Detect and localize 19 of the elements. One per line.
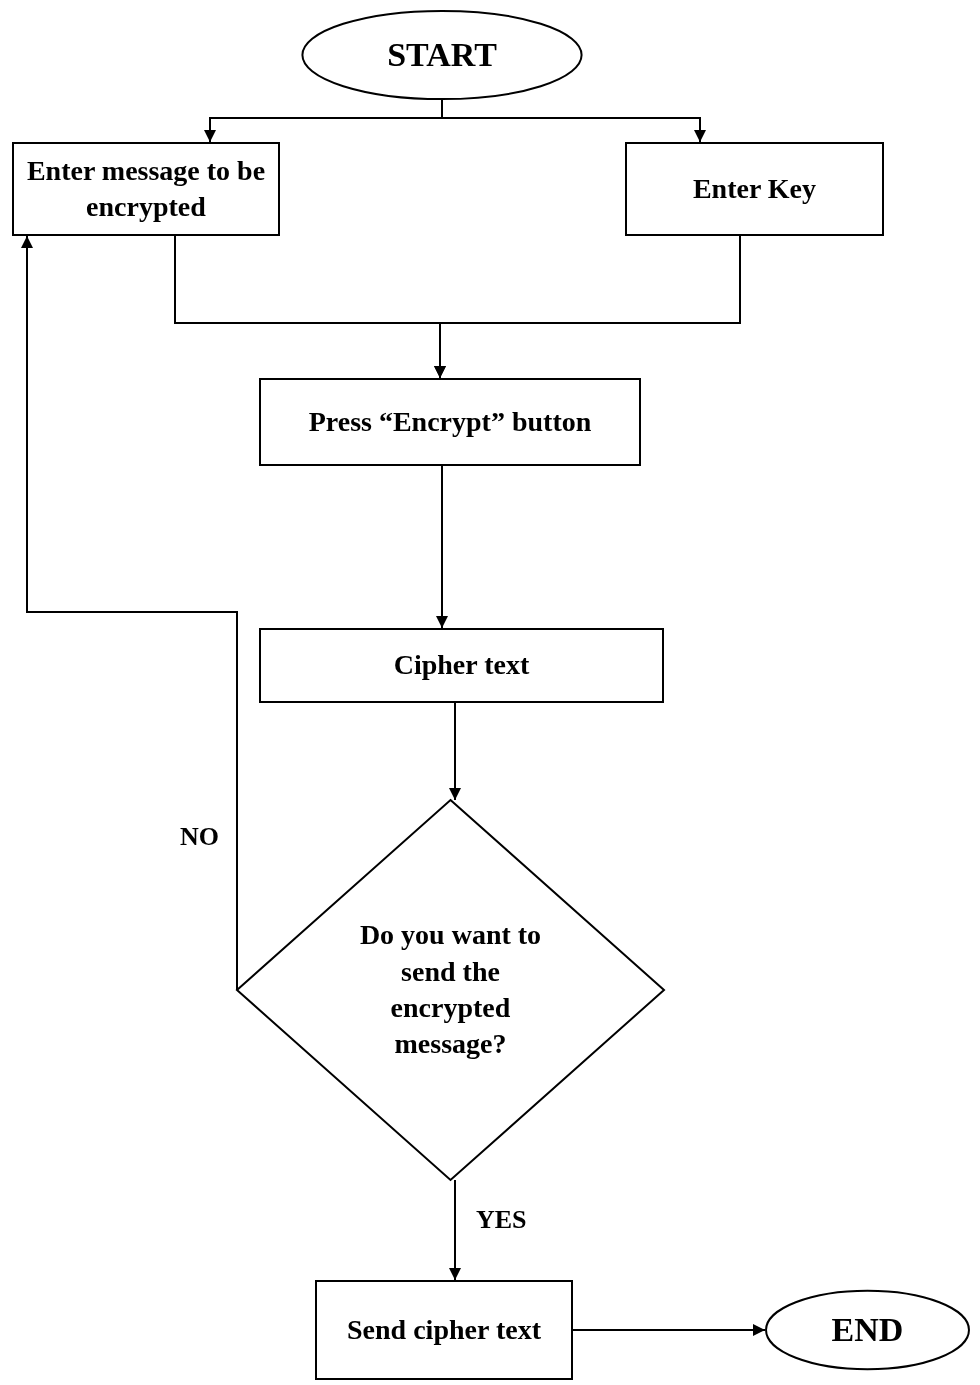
arrow [434,235,741,379]
arrow [449,1179,461,1281]
node-label: END [830,1309,905,1350]
arrow [21,235,238,991]
node-label: Enter Key [691,171,818,206]
process-box [315,1280,573,1380]
arrow [436,465,448,629]
node-label: Enter message to be encrypted [25,153,267,224]
arrow [572,1324,766,1336]
process-box [259,628,664,703]
process-box [625,142,884,236]
arrow [449,702,461,801]
node-label: START [386,34,498,75]
node-label: Send cipher text [346,1312,542,1347]
node-label: Press “Encrypt” button [307,404,593,439]
process-box [259,378,641,466]
node-label: Do you want to send the encrypted message? [358,918,543,1062]
process-box [12,142,280,236]
node-label: Cipher text [392,648,531,683]
